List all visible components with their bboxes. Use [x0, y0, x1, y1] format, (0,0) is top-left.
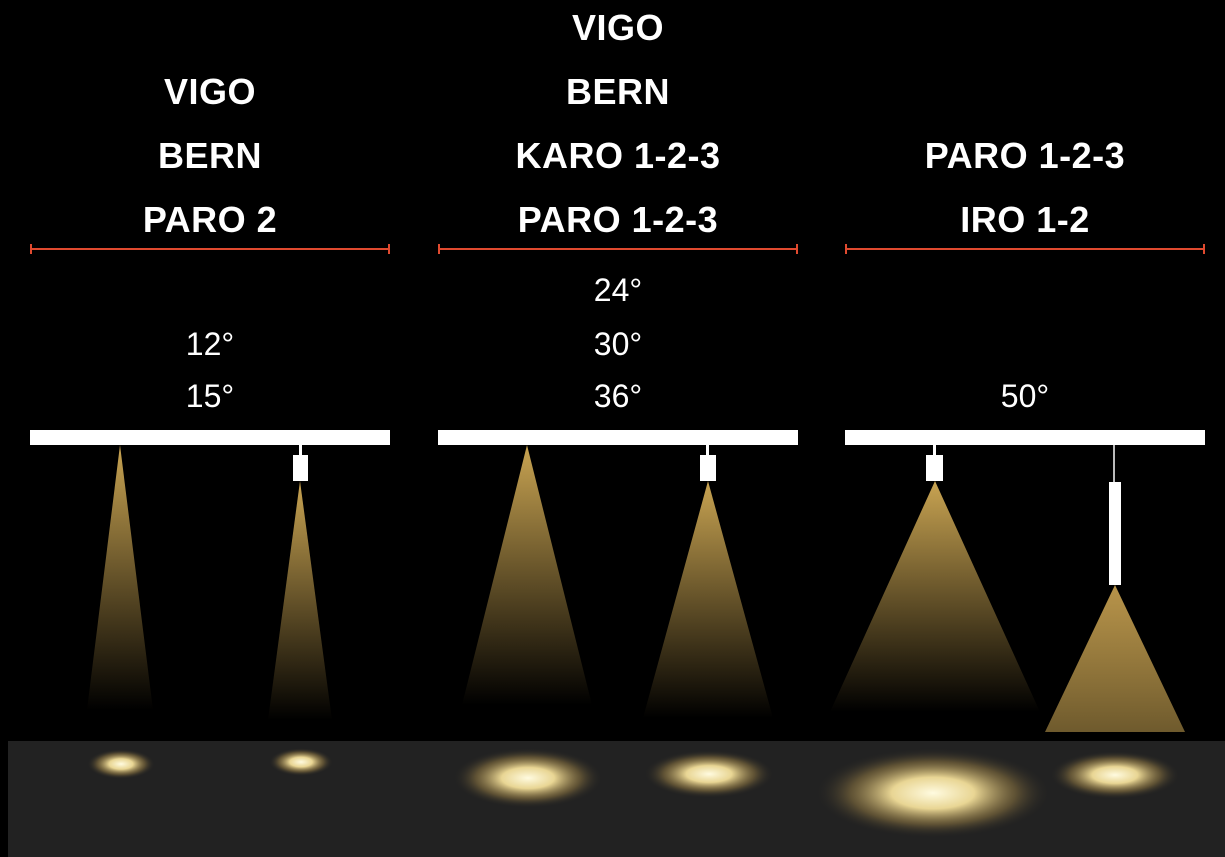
beam-angle: 30°	[593, 326, 643, 362]
ceiling-track	[30, 430, 390, 445]
light-beam	[462, 445, 592, 705]
pendant-cable	[1113, 445, 1115, 483]
model-name: KARO 1-2-3	[515, 135, 721, 176]
beam-angle: 24°	[593, 272, 643, 308]
model-name: VIGO	[571, 7, 665, 48]
model-name: PARO 1-2-3	[517, 199, 719, 240]
group-2: VIGO BERN KARO 1-2-3 PARO 1-2-3 24° 30° …	[438, 0, 798, 857]
light-beam	[830, 481, 1040, 712]
light-beam	[643, 481, 773, 718]
model-name: PARO 2	[142, 199, 278, 240]
light-spot	[644, 750, 774, 798]
spotlight-fixture	[700, 455, 716, 481]
spotlight-fixture	[299, 445, 302, 455]
model-name: PARO 1-2-3	[924, 135, 1126, 176]
light-beam	[1045, 585, 1185, 732]
pendant-fixture	[1109, 482, 1121, 585]
model-name: BERN	[157, 135, 262, 176]
model-name: VIGO	[163, 71, 257, 112]
beam-angle: 36°	[593, 378, 643, 414]
ceiling-track	[438, 430, 798, 445]
range-rule	[30, 244, 390, 254]
light-spot	[87, 749, 155, 779]
beam-angle: 15°	[185, 378, 235, 414]
range-rule	[438, 244, 798, 254]
range-rule	[845, 244, 1205, 254]
model-name: BERN	[565, 71, 670, 112]
group-3: PARO 1-2-3 IRO 1-2 50°	[845, 0, 1205, 857]
light-spot	[269, 748, 333, 776]
spotlight-fixture	[926, 455, 943, 481]
group-1: VIGO BERN PARO 2 12° 15°	[30, 0, 390, 857]
spotlight-fixture	[706, 445, 709, 455]
ceiling-track	[845, 430, 1205, 445]
light-spot	[453, 748, 603, 808]
model-name: IRO 1-2	[960, 199, 1090, 240]
light-spot	[1050, 751, 1180, 799]
spotlight-fixture	[293, 455, 308, 481]
light-beam	[87, 445, 153, 710]
light-spot	[815, 748, 1051, 838]
light-beam	[268, 481, 332, 720]
beam-angle: 12°	[185, 326, 235, 362]
beam-angle: 50°	[1000, 378, 1050, 414]
spotlight-fixture	[933, 445, 936, 455]
